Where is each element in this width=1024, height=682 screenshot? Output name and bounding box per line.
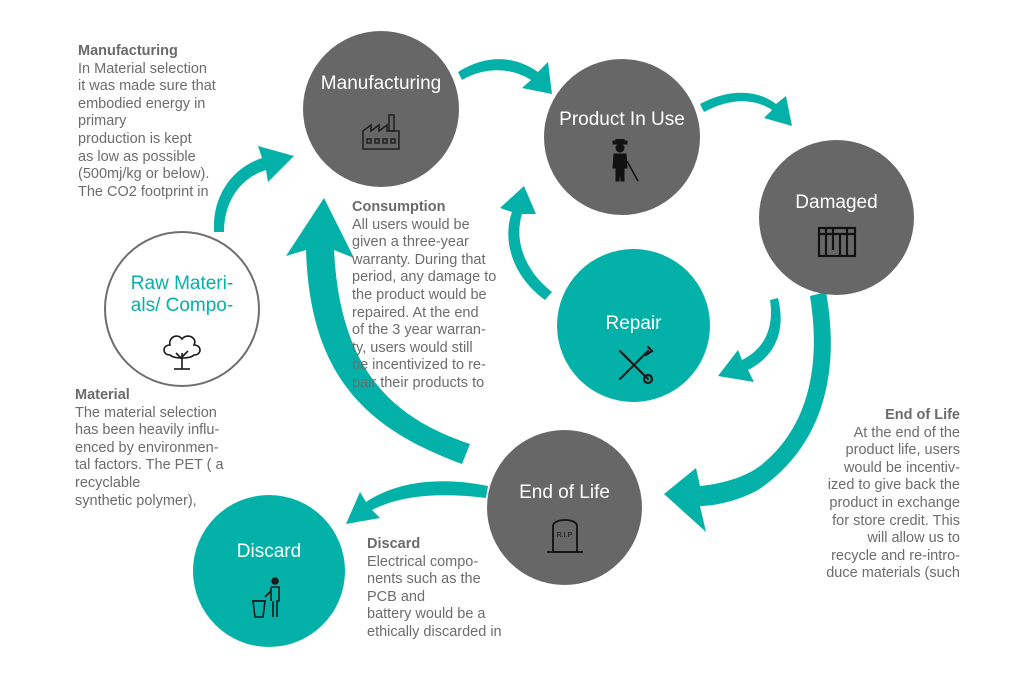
note-discard: Discard Electrical compo- nents such as … (367, 536, 527, 642)
node-damaged-label: Damaged (795, 192, 878, 213)
trash-bin-icon (252, 577, 280, 618)
note-end-of-life-text: At the end of the product life, users wo… (826, 424, 960, 582)
node-damaged: Damaged (759, 140, 914, 295)
note-consumption-text: All users would be given a three-year wa… (352, 216, 497, 391)
note-end-of-life: End of Life At the end of the product li… (790, 407, 960, 583)
arrow-damaged-to-endoflife (664, 292, 831, 532)
tree-icon (163, 335, 201, 370)
node-repair: Repair (557, 249, 710, 402)
arrow-endoflife-to-discard (346, 481, 488, 524)
note-discard-heading: Discard (367, 536, 421, 552)
note-end-of-life-heading: End of Life (885, 407, 960, 423)
node-manufacturing-label: Manufacturing (320, 73, 442, 94)
note-discard-text: Electrical compo- nents such as the PCB … (367, 553, 502, 640)
tombstone-text: R.I.P (556, 532, 573, 539)
arrow-endoflife-to-manufacturing (286, 198, 470, 464)
node-end-of-life: End of Life R.I.P (487, 430, 642, 585)
note-material: Material The material selection has been… (75, 387, 245, 510)
node-raw-materials: Raw Materi- als/ Compo- (104, 231, 260, 387)
tombstone-shape (546, 519, 583, 553)
arrow-raw-to-manufacturing (213, 146, 294, 232)
tombstone-icon: R.I.P (543, 512, 587, 556)
arrow-damaged-to-repair (718, 298, 781, 382)
note-manufacturing: Manufacturing In Material selection it w… (78, 43, 238, 201)
tools-icon (618, 345, 654, 385)
node-discard: Discard (193, 495, 345, 647)
node-end-of-life-label: End of Life (519, 482, 610, 503)
factory-icon (362, 114, 400, 150)
node-manufacturing: Manufacturing (303, 31, 459, 187)
person-with-cane-icon (612, 139, 639, 182)
arrow-repair-to-product (500, 186, 552, 300)
note-material-heading: Material (75, 387, 130, 403)
node-raw-materials-label: Raw Materi- als/ Compo- (130, 273, 234, 316)
note-manufacturing-text: In Material selection it was made sure t… (78, 60, 216, 200)
node-product-in-use-label: Product In Use (559, 109, 685, 130)
arrow-manufacturing-to-product (458, 59, 552, 94)
broken-product-icon (817, 226, 856, 258)
node-repair-label: Repair (605, 313, 662, 334)
note-material-text: The material selection has been heavily … (75, 404, 224, 509)
note-consumption: Consumption All users would be given a t… (352, 199, 522, 393)
note-consumption-heading: Consumption (352, 199, 446, 215)
note-manufacturing-heading: Manufacturing (78, 43, 178, 59)
node-discard-label: Discard (236, 541, 302, 562)
arrow-product-to-damaged (700, 92, 792, 126)
node-product-in-use: Product In Use (544, 59, 700, 215)
